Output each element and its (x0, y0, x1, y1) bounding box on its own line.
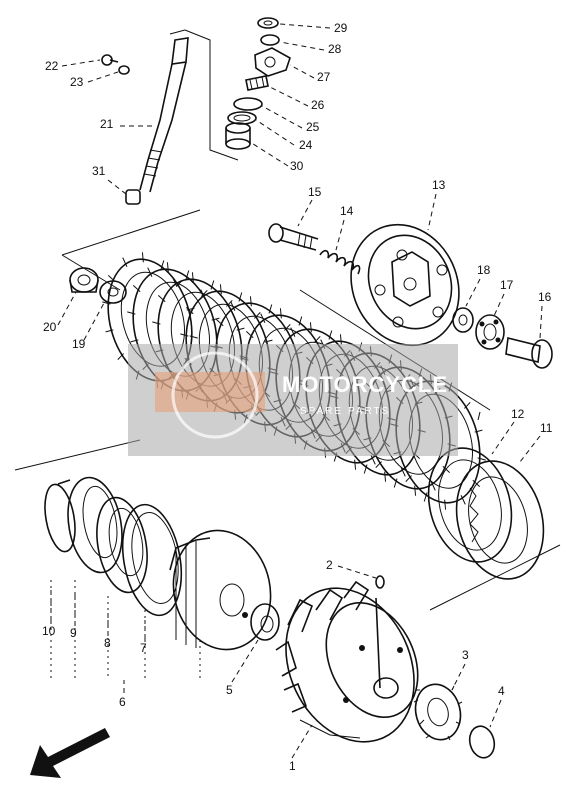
callout-16: 16 (538, 290, 552, 304)
watermark-subtext: SPARE PARTS (300, 406, 390, 417)
bearing-17 (475, 314, 505, 350)
callout-leader-1 (291, 724, 313, 759)
callout-23: 23 (70, 75, 84, 89)
callout-12: 12 (511, 407, 525, 421)
callout-leader-14 (335, 219, 345, 251)
watermark-text: MOTORCYCLE (282, 372, 448, 397)
callout-3: 3 (462, 648, 469, 662)
callout-leader-19 (83, 302, 105, 341)
pressure-plate-13 (350, 223, 460, 347)
callout-leader-29 (279, 23, 331, 29)
callout-7: 7 (140, 641, 147, 655)
push-rod-end-16 (505, 337, 553, 369)
callout-1: 1 (289, 759, 296, 773)
watermark-logo: MOTORCYCLE SPARE PARTS (128, 344, 458, 456)
callout-28: 28 (328, 42, 342, 56)
spring-26 (245, 75, 269, 91)
callout-14: 14 (340, 204, 354, 218)
clutch-plate-12 (427, 447, 513, 563)
callout-leader-12 (491, 421, 515, 455)
callout-30: 30 (290, 159, 304, 173)
friction-plate-11 (455, 460, 545, 580)
thrust-washer-5 (250, 603, 280, 641)
nut-20 (69, 267, 99, 293)
callout-6: 6 (119, 695, 126, 709)
callout-26: 26 (311, 98, 325, 112)
pin-2 (375, 575, 385, 589)
callout-15: 15 (308, 185, 322, 199)
callout-21: 21 (100, 117, 114, 131)
spring-seat-8 (96, 496, 148, 594)
callout-31: 31 (92, 164, 106, 178)
callout-leader-30 (249, 141, 289, 167)
callout-19: 19 (72, 337, 86, 351)
bolt-22 (101, 54, 119, 66)
callout-leader-4 (489, 699, 502, 728)
callout-17: 17 (500, 278, 514, 292)
washer-18 (452, 307, 474, 333)
clutch-hub-group (30, 476, 496, 778)
callout-9: 9 (70, 626, 77, 640)
callout-leader-28 (279, 41, 325, 51)
bolt-15 (268, 223, 319, 251)
clutch-boss-6 (169, 529, 272, 651)
callout-22: 22 (45, 59, 59, 73)
washer-23 (118, 65, 130, 75)
callout-11: 11 (540, 421, 553, 435)
bearing-30 (225, 122, 251, 150)
collar-31 (125, 189, 141, 205)
callout-leader-2 (337, 565, 377, 579)
callout-labels: 1234567891011121314151617181920212223242… (42, 21, 553, 773)
callout-leader-20 (57, 291, 77, 326)
clutch-spring-14 (319, 249, 361, 275)
washer-28 (260, 34, 280, 46)
callout-leader-13 (427, 193, 437, 231)
callout-leader-22 (61, 59, 101, 67)
callout-leader-11 (519, 435, 541, 463)
clutch-housing-1 (275, 580, 419, 743)
callout-24: 24 (299, 138, 313, 152)
push-rod-21 (139, 37, 189, 193)
nut-29 (257, 17, 279, 29)
callout-leader-24 (255, 119, 295, 146)
circlip-4 (468, 725, 496, 759)
front-direction-arrow-icon (30, 728, 110, 778)
callout-leader-27 (289, 64, 315, 79)
callout-4: 4 (498, 684, 505, 698)
plate-stack-group: MOTORCYCLE SPARE PARTS (14, 209, 561, 611)
callout-29: 29 (334, 21, 348, 35)
callout-25: 25 (306, 120, 320, 134)
callout-13: 13 (432, 178, 446, 192)
callout-10: 10 (42, 624, 56, 638)
callout-leader-16 (539, 305, 543, 339)
callout-8: 8 (104, 636, 111, 650)
callout-5: 5 (226, 683, 233, 697)
callout-leader-23 (87, 71, 119, 83)
callout-leader-26 (267, 85, 309, 107)
callout-leader-18 (465, 278, 481, 307)
callout-leader-17 (493, 293, 505, 317)
callout-20: 20 (43, 320, 57, 334)
callout-leader-31 (107, 179, 127, 195)
washer-25 (233, 97, 263, 111)
gear-3 (413, 683, 463, 741)
callout-leader-5 (231, 639, 259, 683)
callout-2: 2 (326, 558, 333, 572)
callout-leader-3 (451, 663, 466, 691)
ring-24 (227, 111, 257, 125)
circlip-10 (44, 479, 76, 553)
callout-18: 18 (477, 263, 491, 277)
friction-plate (102, 252, 198, 388)
callout-leader-25 (261, 105, 303, 129)
push-rod-assembly (101, 17, 291, 205)
spring-washer-9 (67, 476, 123, 574)
callout-27: 27 (317, 70, 331, 84)
callout-leader-15 (297, 199, 313, 227)
lever-27 (254, 47, 291, 77)
